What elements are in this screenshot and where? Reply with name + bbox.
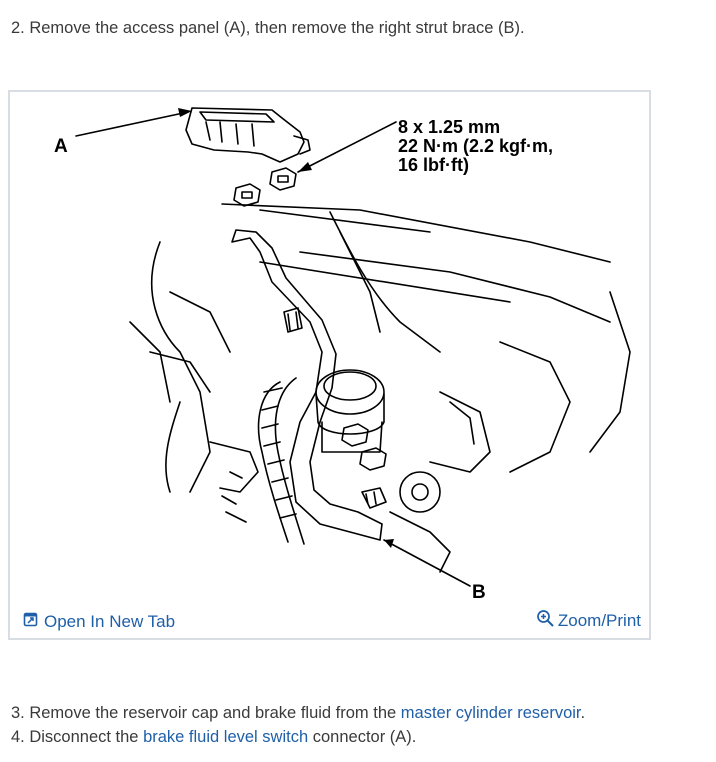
upper-nut-1 <box>269 167 297 191</box>
lower-nut-2 <box>359 447 387 471</box>
figure-container: A B 8 x 1.25 mm 22 N·m (2.2 kgf·m, 16 lb… <box>8 90 651 640</box>
open-in-new-tab-label: Open In New Tab <box>44 612 176 631</box>
torque-spec-line-3: 16 lbf·ft) <box>398 155 469 175</box>
callout-b-label: B <box>472 582 486 603</box>
lower-nut-1 <box>341 423 369 447</box>
torque-spec-line-1: 8 x 1.25 mm <box>398 117 501 137</box>
zoom-print-link[interactable]: Zoom/Print <box>536 609 641 633</box>
figure-footer: Open In New Tab Zoom/Print <box>10 608 649 638</box>
brake-fluid-level-switch-link[interactable]: brake fluid level switch <box>143 728 309 746</box>
open-in-new-tab-link[interactable]: Open In New Tab <box>23 612 175 632</box>
open-new-tab-icon <box>23 612 38 632</box>
step-2-text: 2. Remove the access panel (A), then rem… <box>11 19 525 37</box>
reservoir-cap <box>315 369 385 415</box>
zoom-print-label: Zoom/Print <box>557 611 641 630</box>
step-4-suffix: connector (A). <box>308 728 417 746</box>
step-3-prefix: 3. Remove the reservoir cap and brake fl… <box>11 704 401 722</box>
brace-stud <box>283 307 303 333</box>
engine-bay-illustration <box>75 107 631 587</box>
step-4-prefix: 4. Disconnect the <box>11 728 144 746</box>
step-3-text: 3. Remove the reservoir cap and brake fl… <box>11 702 585 724</box>
access-panel-shape <box>185 107 305 163</box>
upper-nut-2 <box>233 183 261 207</box>
step-3-suffix: . <box>580 704 586 722</box>
lower-stud <box>361 487 387 509</box>
step-4-text: 4. Disconnect the brake fluid level swit… <box>11 726 416 748</box>
master-cylinder-reservoir-link[interactable]: master cylinder reservoir <box>400 704 581 722</box>
zoom-magnifier-icon <box>536 609 555 633</box>
callout-a-label: A <box>54 136 68 157</box>
strut-brace <box>231 229 383 541</box>
torque-spec-line-2: 22 N·m (2.2 kgf·m, <box>398 136 554 156</box>
